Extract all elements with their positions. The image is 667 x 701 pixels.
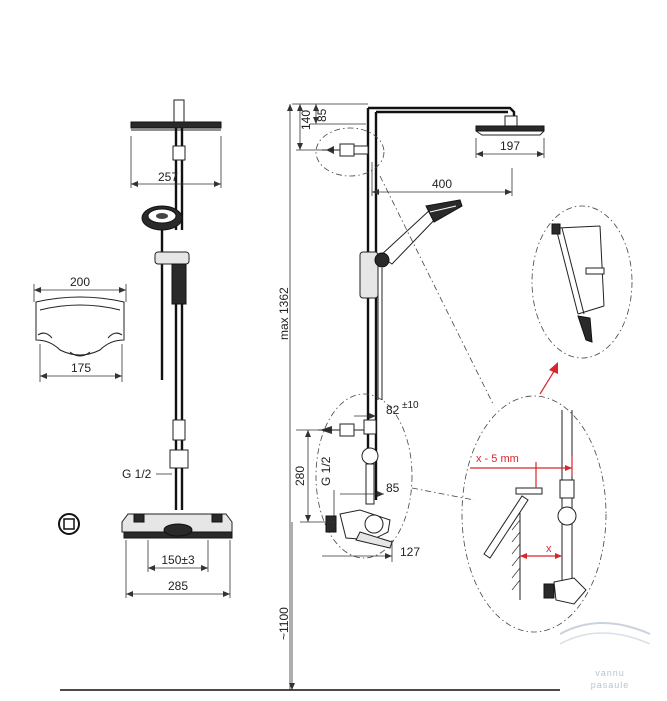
wall-fitting-icon xyxy=(58,513,80,535)
dim-82-tolerance: ±10 xyxy=(402,400,419,411)
dim-285: 285 xyxy=(168,579,188,593)
dim-150: 150±3 xyxy=(161,553,195,567)
watermark-line2: pasaule xyxy=(591,680,630,690)
front-slider xyxy=(154,251,190,265)
detail-circle-bottom: x - 5 mm x xyxy=(461,395,607,633)
dim-max-1362: max 1362 xyxy=(277,287,291,340)
detail-ellipse-bottom xyxy=(315,393,413,559)
dim-400: 400 xyxy=(432,177,452,191)
shelf-outline xyxy=(35,296,125,356)
dim-85: 85 xyxy=(315,108,329,122)
dim-197: 197 xyxy=(500,139,520,153)
dim-127: 127 xyxy=(400,545,420,559)
dim-175: 175 xyxy=(71,361,91,375)
watermark: vannu pasaule xyxy=(559,622,651,690)
detail-label-x-minus-5: x - 5 mm xyxy=(476,453,519,465)
front-top-cap xyxy=(173,99,185,123)
dim-82: 82 xyxy=(386,403,400,417)
thread-label-side: G 1/2 xyxy=(319,456,333,486)
dim-280: 280 xyxy=(293,466,307,486)
watermark-line1: vannu xyxy=(595,668,625,678)
dim-1100: ~1100 xyxy=(277,607,291,640)
dim-85-lower: 85 xyxy=(386,481,400,495)
dim-200: 200 xyxy=(70,275,90,289)
front-rain-head xyxy=(130,121,222,129)
detail-ellipse-top xyxy=(315,127,385,177)
shelf-view: 200 175 xyxy=(33,275,127,382)
detail-circle-top xyxy=(531,205,633,359)
front-view: 257 G 1/2 150±3 xyxy=(121,99,233,598)
dim-257: 257 xyxy=(158,170,178,184)
thread-label-front: G 1/2 xyxy=(122,467,152,481)
side-rain-head xyxy=(475,125,545,132)
red-arrow-icon xyxy=(539,362,558,395)
side-shower-arm xyxy=(368,106,516,120)
side-view: 197 400 140 85 max 1362 xyxy=(60,103,560,691)
detail-label-x: x xyxy=(546,543,552,555)
dim-140: 140 xyxy=(299,110,313,130)
